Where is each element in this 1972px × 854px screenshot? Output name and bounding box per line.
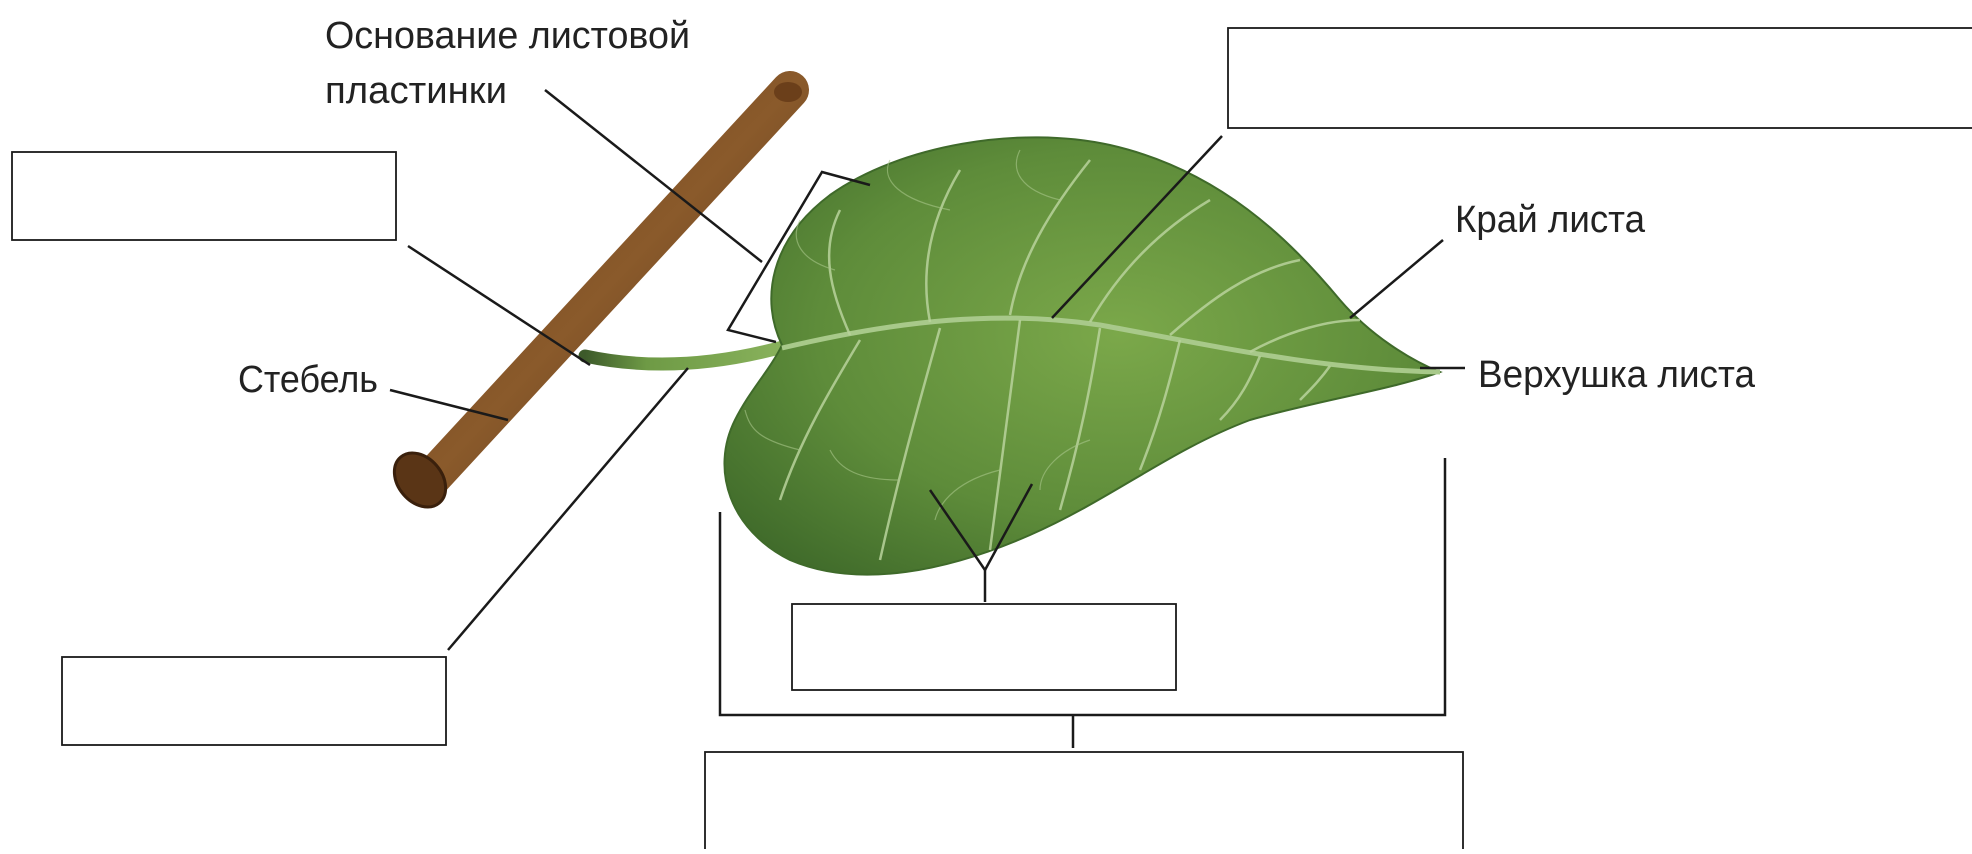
label-leaf-apex: Верхушка листа [1478, 354, 1756, 396]
answer-box-top-left[interactable] [12, 152, 396, 240]
label-leaf-base-line1: Основание листовой [325, 15, 690, 57]
label-leaf-margin: Край листа [1455, 199, 1646, 241]
answer-box-bottom-middle[interactable] [792, 604, 1176, 690]
answer-box-bottom-left[interactable] [62, 657, 446, 745]
leaf-blade [724, 137, 1440, 574]
answer-box-bottom[interactable] [705, 752, 1463, 849]
label-stem: Стебель [238, 359, 378, 401]
answer-box-top-right[interactable] [1228, 28, 1972, 128]
label-leaf-base-line2: пластинки [325, 70, 507, 112]
petiole [585, 345, 790, 364]
